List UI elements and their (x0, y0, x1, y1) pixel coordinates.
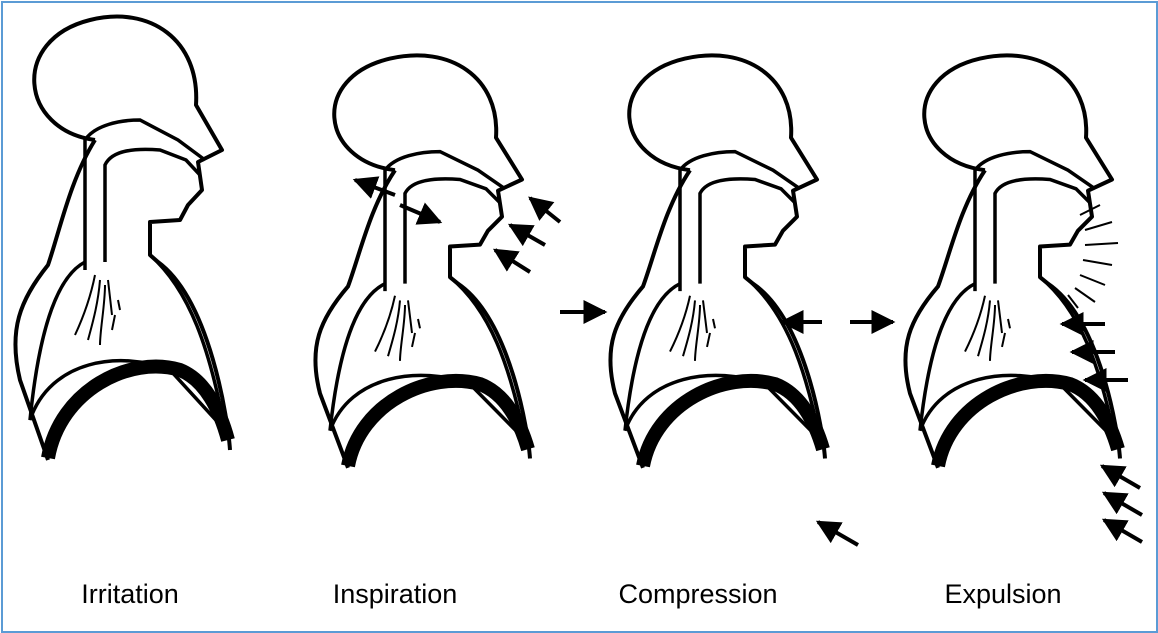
stage-expulsion (850, 55, 1142, 542)
stage-irritation (15, 17, 230, 460)
label-irritation: Irritation (20, 574, 240, 614)
arrow-inhale-2 (510, 225, 545, 245)
label-expulsion: Expulsion (893, 574, 1113, 614)
arrow-abdomen-3 (1104, 520, 1142, 542)
arrow-abdomen-2 (1104, 493, 1142, 515)
arrow-inhale-3 (495, 250, 530, 272)
arrow-abdomen-press (818, 522, 858, 545)
label-compression: Compression (588, 574, 808, 614)
label-inspiration: Inspiration (285, 574, 505, 614)
expelled-air-spray (1068, 205, 1118, 308)
arrow-abdomen-1 (1102, 466, 1140, 488)
stage-compression (560, 55, 858, 545)
stage-inspiration (315, 55, 560, 467)
arrow-inhale-1 (530, 198, 560, 222)
